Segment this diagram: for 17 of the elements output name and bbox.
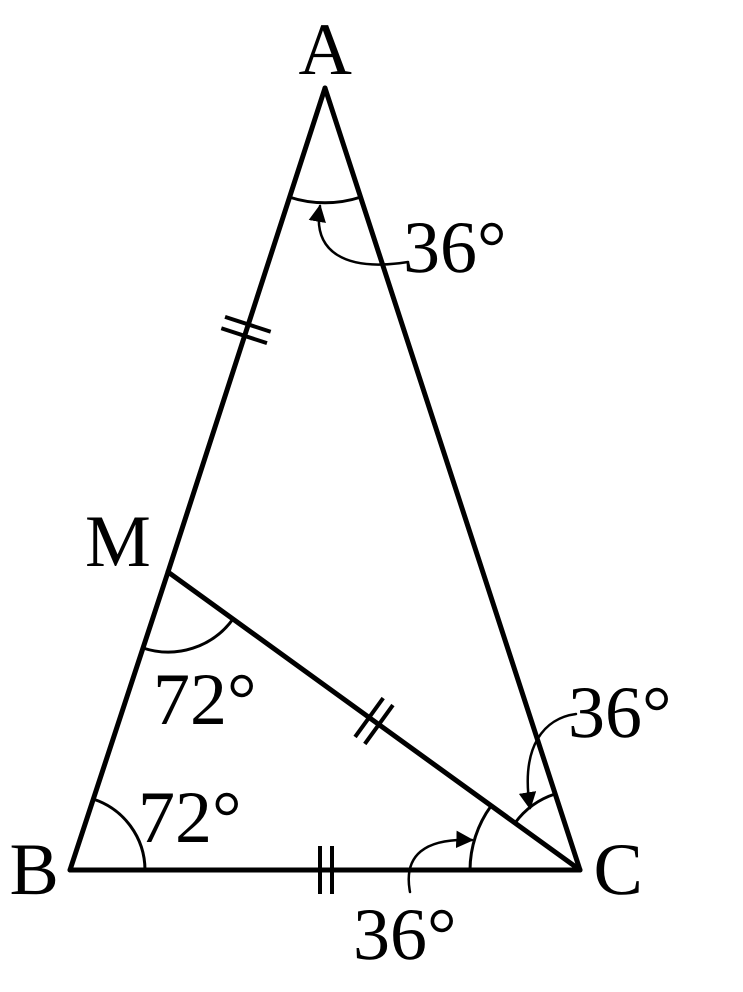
vertex-label: M [85,505,151,579]
triangle-side [68,868,582,872]
angle-arc [288,196,362,204]
vertex-label: B [10,833,59,907]
leader-arrow [310,204,410,266]
vertex-label: A [298,13,352,87]
angle-label: 72° [153,663,257,737]
angle-label: 36° [353,898,457,972]
angle-label: 36° [568,676,672,750]
leader-arrow [408,831,474,894]
leader-arrow [519,712,578,810]
angle-arc [514,792,556,824]
vertex-label: C [594,833,643,907]
angle-label: 72° [138,781,242,855]
angle-arc [468,805,492,870]
angle-label: 36° [403,211,507,285]
triangle-side [166,570,582,872]
